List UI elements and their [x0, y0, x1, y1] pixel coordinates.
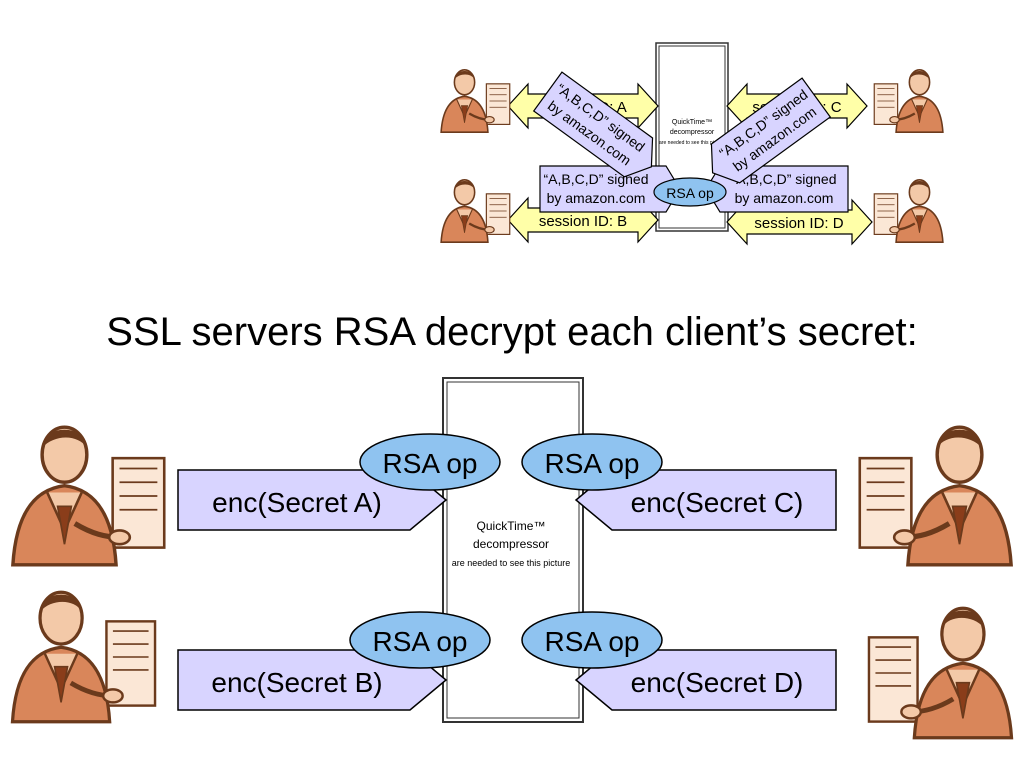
- enc-secret-a-label: enc(Secret A): [212, 487, 382, 518]
- top-qt-line1: QuickTime™: [672, 119, 712, 126]
- businessman-icon: [13, 427, 164, 565]
- enc-secret-c-label: enc(Secret C): [631, 487, 804, 518]
- top-cert-right-line1: “A,B,C,D” signed: [731, 171, 836, 187]
- top-cert-left-line2: by amazon.com: [547, 190, 646, 206]
- top-rsa-op-label: RSA op: [666, 185, 714, 201]
- rsa-op-ellipse-d: [521, 611, 663, 669]
- rsa-op-label-a: RSA op: [383, 448, 478, 479]
- top-session-b-label: session ID: B: [539, 213, 627, 230]
- top-session-d-label: session ID: D: [754, 215, 843, 232]
- top-cert-right-line2: by amazon.com: [735, 190, 834, 206]
- rsa-op-ellipse-b: [349, 611, 491, 669]
- top-qt-line3: are needed to see this picture: [659, 140, 725, 146]
- businessman-icon: [12, 592, 155, 722]
- rsa-op-ellipse-c: [521, 433, 663, 491]
- businessman-icon: [873, 178, 945, 244]
- businessman-icon: [869, 608, 1012, 738]
- top-cert-arrow-diag-left: “A,B,C,D” signed by amazon.com: [532, 71, 654, 178]
- businessman-icon: [439, 68, 511, 134]
- rsa-op-label-c: RSA op: [545, 448, 640, 479]
- bottom-qt-line2: decompressor: [473, 537, 549, 551]
- businessman-icon: [439, 178, 511, 244]
- slide-title: SSL servers RSA decrypt each client’s se…: [106, 310, 918, 354]
- top-rsa-op-ellipse: [653, 177, 727, 207]
- top-qt-line2: decompressor: [670, 129, 715, 136]
- businessman-icon: [860, 427, 1011, 565]
- enc-secret-d-label: enc(Secret D): [631, 667, 804, 698]
- enc-secret-b-label: enc(Secret B): [211, 667, 382, 698]
- bottom-qt-line3: are needed to see this picture: [452, 558, 571, 568]
- rsa-op-label-b: RSA op: [373, 626, 468, 657]
- rsa-op-label-d: RSA op: [545, 626, 640, 657]
- rsa-op-ellipse-a: [359, 433, 501, 491]
- businessman-icon: [873, 68, 945, 134]
- bottom-qt-line1: QuickTime™: [477, 519, 546, 533]
